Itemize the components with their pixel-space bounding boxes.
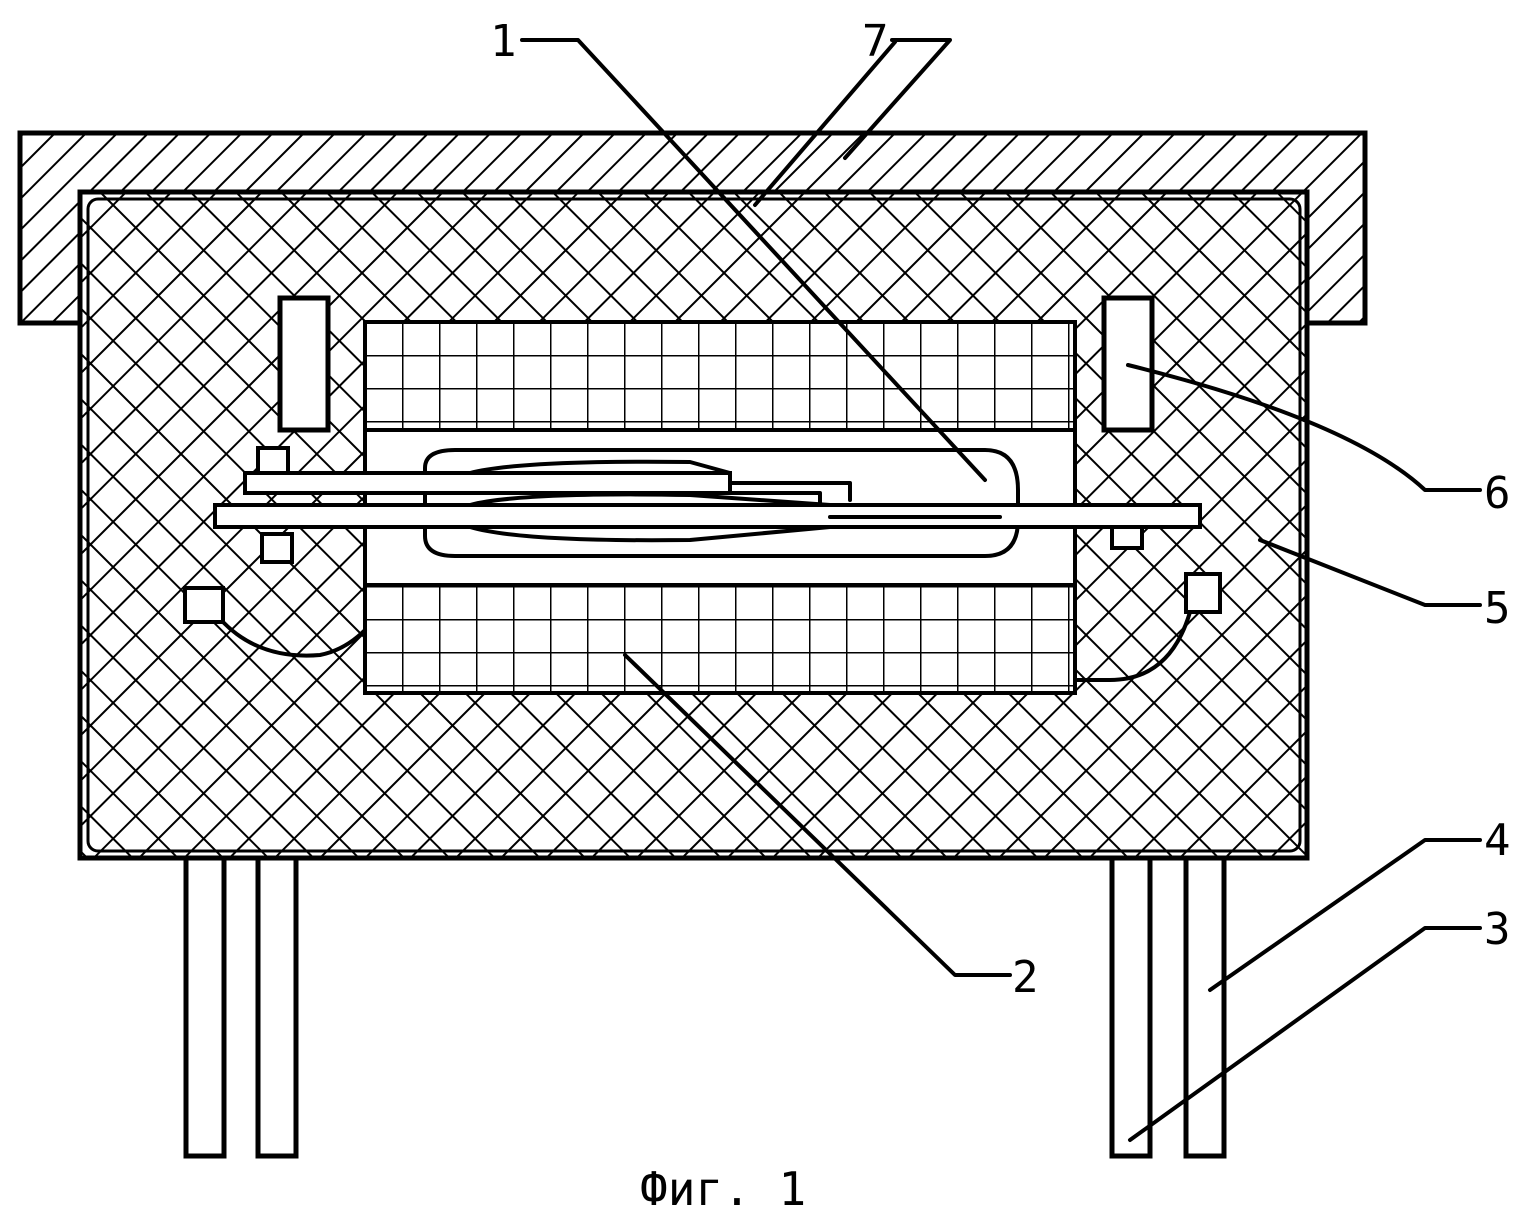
callout-1: 1 xyxy=(490,16,517,67)
callout-4: 4 xyxy=(1484,815,1511,866)
callout-3: 3 xyxy=(1484,904,1511,955)
callout-2: 2 xyxy=(1012,952,1039,1003)
coil-winding-bottom xyxy=(365,585,1075,693)
lead-pins-left xyxy=(186,858,296,1156)
callout-6: 6 xyxy=(1484,468,1511,519)
coil-winding-top xyxy=(365,322,1075,430)
callout-5: 5 xyxy=(1484,583,1511,634)
magnet-left xyxy=(280,298,328,430)
figure-caption: Фиг. 1 xyxy=(640,1162,806,1215)
callout-7: 7 xyxy=(862,16,889,67)
